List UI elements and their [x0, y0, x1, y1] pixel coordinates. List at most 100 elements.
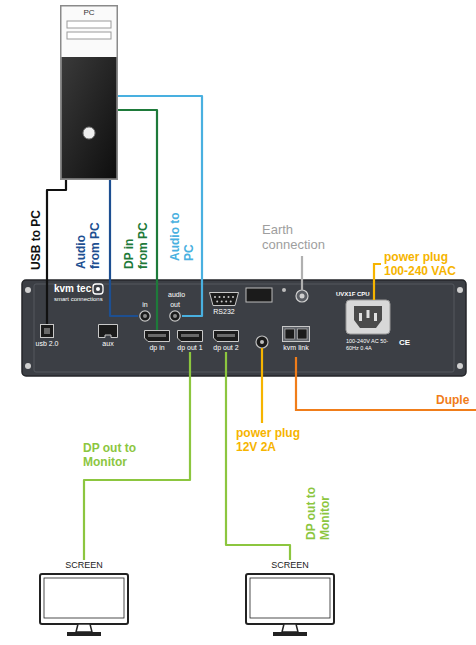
kvm-link-port: kvm link	[281, 326, 311, 352]
jack-connector	[173, 314, 177, 318]
sfp-connector	[283, 327, 310, 342]
earth-terminal	[300, 294, 305, 299]
callout-label: power plug 100-240 VAC	[384, 250, 468, 278]
brand-logo: kvm tecsmart connections	[54, 283, 103, 303]
db9-connector	[216, 301, 218, 303]
db9-connector	[230, 301, 232, 303]
usb-port: usb 2.0	[35, 324, 60, 348]
port-label: audio	[168, 290, 185, 299]
iec-inlet	[354, 306, 382, 328]
monitor-stand	[76, 624, 92, 632]
dc-jack	[260, 340, 264, 344]
monitor-illustration	[38, 560, 130, 640]
dp-connector	[217, 334, 235, 337]
kvm-link-port-graphic	[282, 326, 310, 342]
dp-out-port: dp out 2	[212, 330, 240, 352]
device-rear-panel: usb 2.0auxinoutRS232dp indp out 1dp out …	[22, 280, 466, 376]
port-label: dp in	[149, 343, 164, 352]
status-led	[282, 288, 286, 292]
port-label: dp out 2	[213, 343, 238, 352]
db9-connector	[219, 296, 221, 298]
dp-out-port: dp out 1	[176, 330, 204, 352]
monitor-screen	[44, 578, 124, 618]
db9-connector	[214, 296, 216, 298]
connector-label: DP out to Monitor	[304, 470, 332, 540]
monitor-bezel	[40, 574, 128, 624]
panel-inset	[34, 284, 454, 372]
earth-wire	[301, 256, 303, 290]
port-label: RS232	[213, 307, 234, 316]
db9-connector	[228, 296, 230, 298]
cable	[226, 352, 290, 560]
connector-label: DP out to Monitor	[83, 441, 153, 469]
db9-connector	[225, 301, 227, 303]
rating-label: 100-240V AC 50-60Hz 0.4A	[346, 338, 392, 352]
port-label: aux	[102, 339, 113, 348]
audio-in-jack: in	[138, 300, 152, 322]
monitor-screen	[250, 578, 330, 618]
sfp-connector	[298, 329, 308, 339]
aux-port-graphic	[98, 324, 118, 338]
dp-connector	[214, 331, 239, 342]
iec-pin	[367, 310, 370, 318]
brand-text: smart connections	[54, 295, 103, 303]
aux-port: aux	[97, 324, 119, 348]
node-title: SCREEN	[38, 560, 130, 571]
db9-connector	[223, 296, 225, 298]
monitor: SCREEN	[244, 560, 336, 640]
pc-case	[61, 6, 118, 180]
connector-label: USB to PC	[29, 210, 43, 270]
mounting-hole	[25, 363, 31, 369]
dp-in-port: dp in	[143, 330, 171, 352]
db9-connector	[221, 301, 223, 303]
cable	[84, 352, 190, 560]
callout-label: power plug 12V 2A	[236, 426, 306, 454]
cable	[118, 96, 202, 316]
pc-front	[62, 57, 117, 179]
monitor-stand	[282, 624, 298, 632]
jack-connector	[143, 314, 147, 318]
monitor-base	[273, 632, 307, 636]
cable	[118, 110, 157, 330]
mounting-hole	[457, 287, 463, 293]
node-title: SCREEN	[244, 560, 336, 571]
dp-in-port-graphic	[144, 330, 170, 342]
db9-connector	[210, 293, 239, 306]
earth-terminal	[296, 290, 308, 302]
callout-label: Earth connection	[262, 222, 342, 252]
iec-pin	[374, 313, 377, 321]
dc-power-wire	[261, 348, 263, 423]
model-label: UVX1F CPU	[336, 290, 370, 298]
jack-connector	[140, 311, 150, 321]
dp-out-port-graphic	[213, 330, 239, 342]
power-button	[83, 127, 95, 139]
mains-power-wire	[374, 264, 381, 300]
mounting-hole	[457, 363, 463, 369]
usb-port-graphic	[40, 324, 54, 338]
rj45-connector	[99, 325, 118, 338]
brand-text: kvm tec	[54, 283, 103, 295]
monitor: SCREEN	[38, 560, 130, 640]
monitor-illustration	[244, 560, 336, 640]
serial-port-graphic	[209, 292, 239, 306]
port-label: in	[142, 300, 147, 309]
panel-body	[22, 280, 466, 376]
audio-in-jack-graphic	[139, 310, 151, 322]
audio-out-jack-graphic	[169, 310, 181, 322]
sfp-connector	[285, 329, 295, 339]
mounting-hole	[25, 287, 31, 293]
dp-connector	[148, 334, 166, 337]
dp-connector	[145, 331, 170, 342]
db9-connector	[232, 296, 234, 298]
connector-label: DP in from PC	[122, 211, 150, 269]
node-title: PC	[60, 5, 118, 18]
dp-connector	[181, 334, 199, 337]
iec-pin	[359, 313, 362, 321]
monitor-base	[67, 632, 101, 636]
usb-connector	[44, 328, 50, 334]
port-label: dp out 1	[177, 343, 202, 352]
certification-mark: CE	[399, 338, 410, 348]
duplex-fiber-wire	[296, 357, 476, 410]
usb-connector	[41, 325, 54, 338]
jack-connector	[170, 311, 180, 321]
